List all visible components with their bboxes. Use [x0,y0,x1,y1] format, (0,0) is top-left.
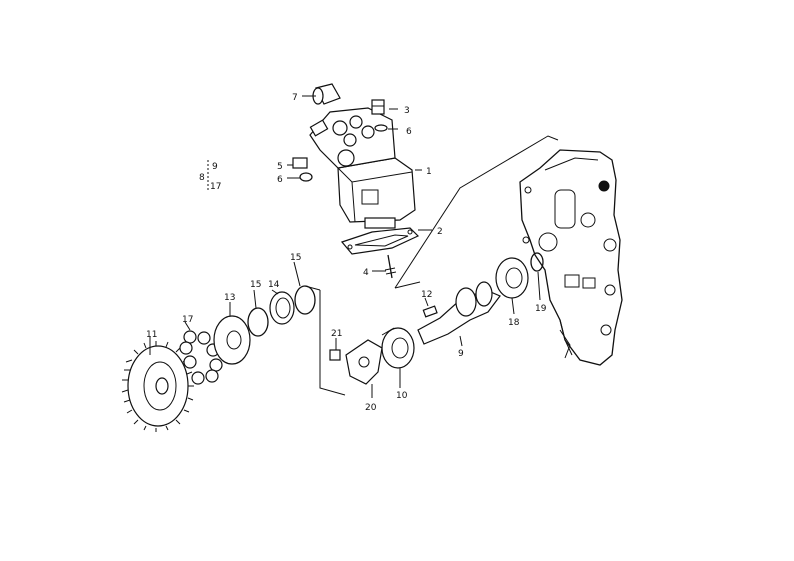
callout-9-bracket: 9 [212,162,218,172]
callout-12: 12 [421,290,432,300]
callout-20: 20 [365,403,377,413]
callout-labels: 7 3 6 1 5 6 8 9 17 2 4 15 15 14 13 17 11… [146,93,547,413]
leader-lines [149,95,573,398]
callout-7: 7 [292,93,298,103]
callout-16: 15 [290,253,301,263]
engine-block [519,149,623,366]
callout-5: 5 [277,162,283,172]
callout-1: 1 [426,167,432,177]
callout-2: 2 [437,227,443,237]
callout-21: 21 [331,329,342,339]
callout-14: 14 [268,280,280,290]
callout-6-upper: 6 [406,127,412,137]
callout-15-left: 15 [250,280,261,290]
callout-10: 10 [396,391,408,401]
callout-19: 19 [535,304,547,314]
callout-9: 9 [458,349,464,359]
callout-6-lower: 6 [277,175,283,185]
camshaft-group [329,252,544,385]
callout-4: 4 [363,268,369,278]
callout-18: 18 [508,318,520,328]
callout-17: 17 [182,315,193,325]
callout-8: 8 [199,173,205,183]
callout-17-bracket: 17 [210,182,221,192]
callout-3: 3 [404,106,410,116]
callout-11: 11 [146,330,157,340]
injection-pump [292,83,420,279]
gear-group [121,285,316,432]
callout-13: 13 [224,293,235,303]
